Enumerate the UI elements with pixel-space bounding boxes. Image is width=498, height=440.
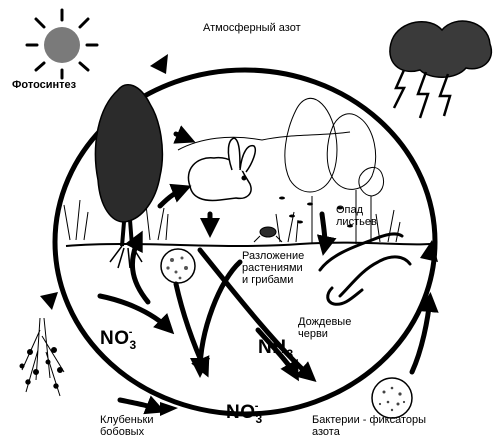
label-nodules-line2: бобовых <box>100 426 144 438</box>
label-leaf-fall-line2: листьев <box>336 216 377 228</box>
label-earthworms-line1: Дождевые <box>298 316 351 328</box>
formula-nitrate-upper: NO3- <box>100 322 133 355</box>
formula-base: NO <box>226 402 256 423</box>
label-earthworms-line2: черви <box>298 328 328 340</box>
sun-icon <box>27 10 97 78</box>
label-photosynthesis: Фотосинтез <box>12 79 76 91</box>
legume-roots-icon <box>20 318 64 396</box>
formula-base: NO <box>100 328 130 349</box>
formula-sup: - <box>129 326 133 338</box>
formula-sub: 3 <box>130 338 137 352</box>
formula-nitrate-lower: NO3- <box>226 396 259 429</box>
formula-sup: - <box>255 400 259 412</box>
storm-cloud-icon <box>390 21 492 118</box>
tree-icon <box>95 85 162 268</box>
label-leaf-fall-line1: Опад <box>336 204 363 216</box>
formula-ammonia: NH3 <box>258 338 294 364</box>
formula-sub: 3 <box>286 347 293 361</box>
label-decomposition-line2: растениями <box>242 262 303 274</box>
soil-sample-icon <box>161 249 195 283</box>
label-decomposition-line3: и грибами <box>242 274 293 286</box>
rabbit-icon <box>188 138 255 200</box>
hills <box>178 132 350 150</box>
label-decomposition-line1: Разложение <box>242 250 304 262</box>
formula-sub: 3 <box>256 412 263 426</box>
bacteria-sample-icon <box>372 378 412 418</box>
label-bacteria-line1: Бактерии - фиксаторы <box>312 414 426 426</box>
label-nodules-line1: Клубеньки <box>100 414 154 426</box>
formula-base: NH <box>258 337 286 358</box>
label-bacteria-line2: азота <box>312 426 340 438</box>
label-atmospheric-nitrogen: Атмосферный азот <box>203 22 301 34</box>
